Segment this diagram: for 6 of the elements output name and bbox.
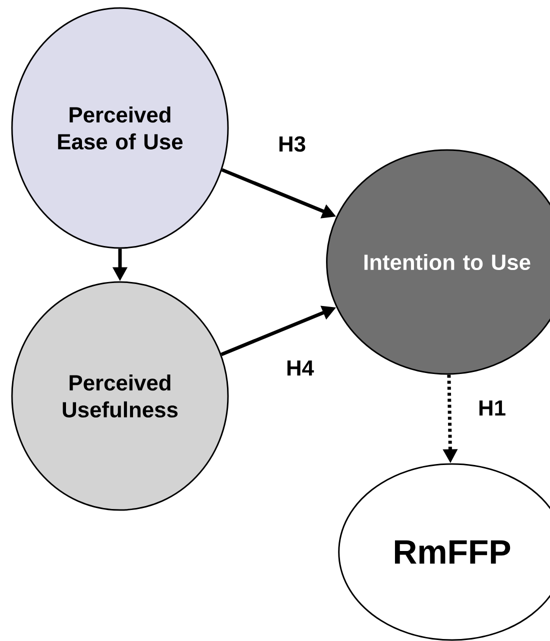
edge-label: H1	[476, 399, 507, 417]
ellipse-node: Intention to Use	[326, 149, 550, 375]
edge-label: H4	[285, 359, 315, 377]
ellipse-node: Perceived Usefulness	[11, 281, 229, 511]
edge-label: H3	[277, 135, 307, 153]
ellipse-node: Perceived Ease of Use	[11, 7, 229, 249]
